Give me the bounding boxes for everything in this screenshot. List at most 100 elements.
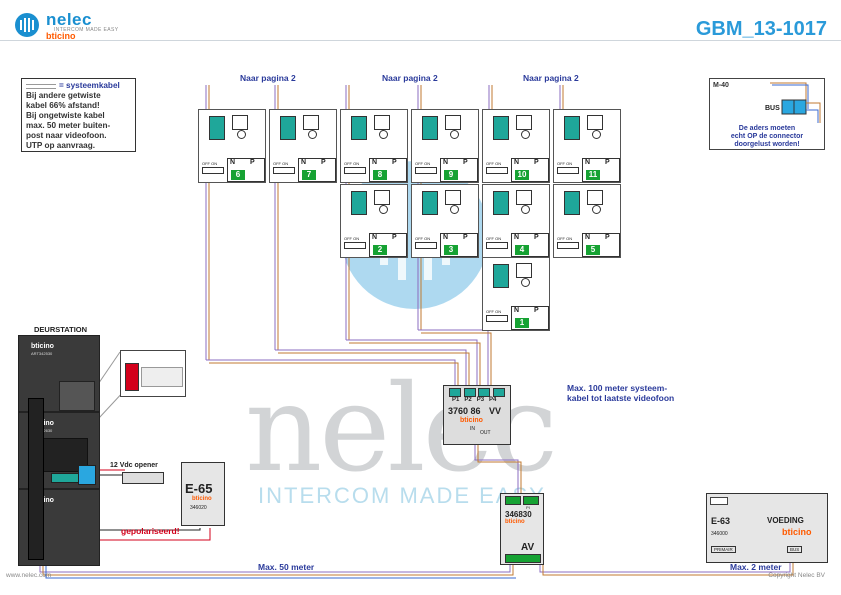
e65-module: E-65 bticino 346020 [181,462,225,526]
door-brand: bticino [31,343,54,350]
port-label: P1 [452,397,460,403]
dip-switch [415,242,437,249]
system-cable-legend-line [26,83,56,89]
distributor-vv: VV [489,406,502,416]
m40-warning: De aders moeten echt OP de connector doo… [730,125,804,148]
switch-label: OFF ON [557,161,573,166]
door-connector-icon [78,465,96,485]
terminal-icon [449,388,461,397]
unit-number: 6 [231,170,245,180]
m40-detail: M-40 BUS De aders moeten echt OP de conn… [709,78,825,150]
p-label: P [392,159,397,166]
cable-note: = systeemkabel Bij andere getwiste kabel… [21,78,136,152]
terminal-icon [125,363,139,391]
terminal-icon [422,191,438,215]
switch-label: OFF ON [344,161,360,166]
note-line: kabel 66% afstand! [26,101,100,110]
note-line: post naar videofoon. [26,131,107,140]
n-label: N [230,159,236,166]
knob-icon [237,130,246,139]
m40-title: M-40 [713,82,729,89]
terminal-icon [505,496,521,505]
unit-number: 10 [515,170,529,180]
terminal-icon [351,116,367,140]
brand-tagline: INTERCOM MADE EASY [54,27,119,33]
terminal-icon [493,116,509,140]
polarized-warning: gepolariseerd! [121,526,180,536]
p-label: P [534,307,539,314]
p-label: P [534,234,539,241]
terminal-icon [280,116,296,140]
av-brand: bticino [505,519,525,525]
switch-label: OFF ON [273,161,289,166]
e63-module: E-63 VOEDING bticino 346000 PRIMAIR BUS [706,493,828,563]
switch-label: OFF ON [415,161,431,166]
p-label: P [605,159,610,166]
screen-icon [516,115,532,130]
watermark-tagline: INTERCOM MADE EASY [258,483,546,508]
terminal-icon [523,496,539,505]
door-station-title: DEURSTATION [34,325,88,334]
dip-switch [273,167,295,174]
distributor-code: 3760 86 [448,406,481,416]
video-distributor: P1 P2 P3 P4 3760 86 VV bticino IN OUT [443,385,511,445]
n-label: N [443,159,449,166]
screen-icon [374,190,390,205]
n-label: N [585,234,591,241]
knob-icon [521,130,530,139]
dip-switch [415,167,437,174]
note-line: Bij andere getwiste [26,91,101,100]
screen-icon [516,190,532,205]
av-mark: AV [521,542,535,553]
document-id: GBM_13-1017 [695,18,827,40]
av-module: PI 346830 bticino AV [500,493,544,565]
unit-number: 5 [586,245,600,255]
unit-number: 1 [515,318,529,328]
knob-icon [521,205,530,214]
terminal-icon [564,191,580,215]
distributor-brand: bticino [460,417,483,424]
footer-website: www.nelec.com [6,572,52,579]
terminal-icon [478,388,491,397]
terminal-icon [493,264,509,288]
unit-number: 8 [373,170,387,180]
unit-number: 2 [373,245,387,255]
p-label: P [392,234,397,241]
e65-name: E-65 [185,481,213,496]
screen-icon [587,190,603,205]
distributor-terminals [449,388,505,397]
dip-switch [344,167,366,174]
switch-label: OFF ON [486,161,502,166]
dip-switch [486,167,508,174]
sub-brand: bticino [46,31,76,41]
speaker-grille [59,381,95,411]
terminal-icon [209,116,225,140]
knob-icon [379,130,388,139]
e65-code: 346020 [190,505,207,511]
e65-brand: bticino [192,496,212,502]
dip-switch [557,167,579,174]
knob-icon [450,130,459,139]
n-label: N [514,159,520,166]
dip-switch [202,167,224,174]
unit-number: 7 [302,170,316,180]
n-label: N [514,234,520,241]
page-reference: Naar pagina 2 [523,73,579,83]
knob-icon [521,278,530,287]
pin-row [141,367,183,387]
pi-label: PI [526,505,530,510]
n-label: N [514,307,520,314]
